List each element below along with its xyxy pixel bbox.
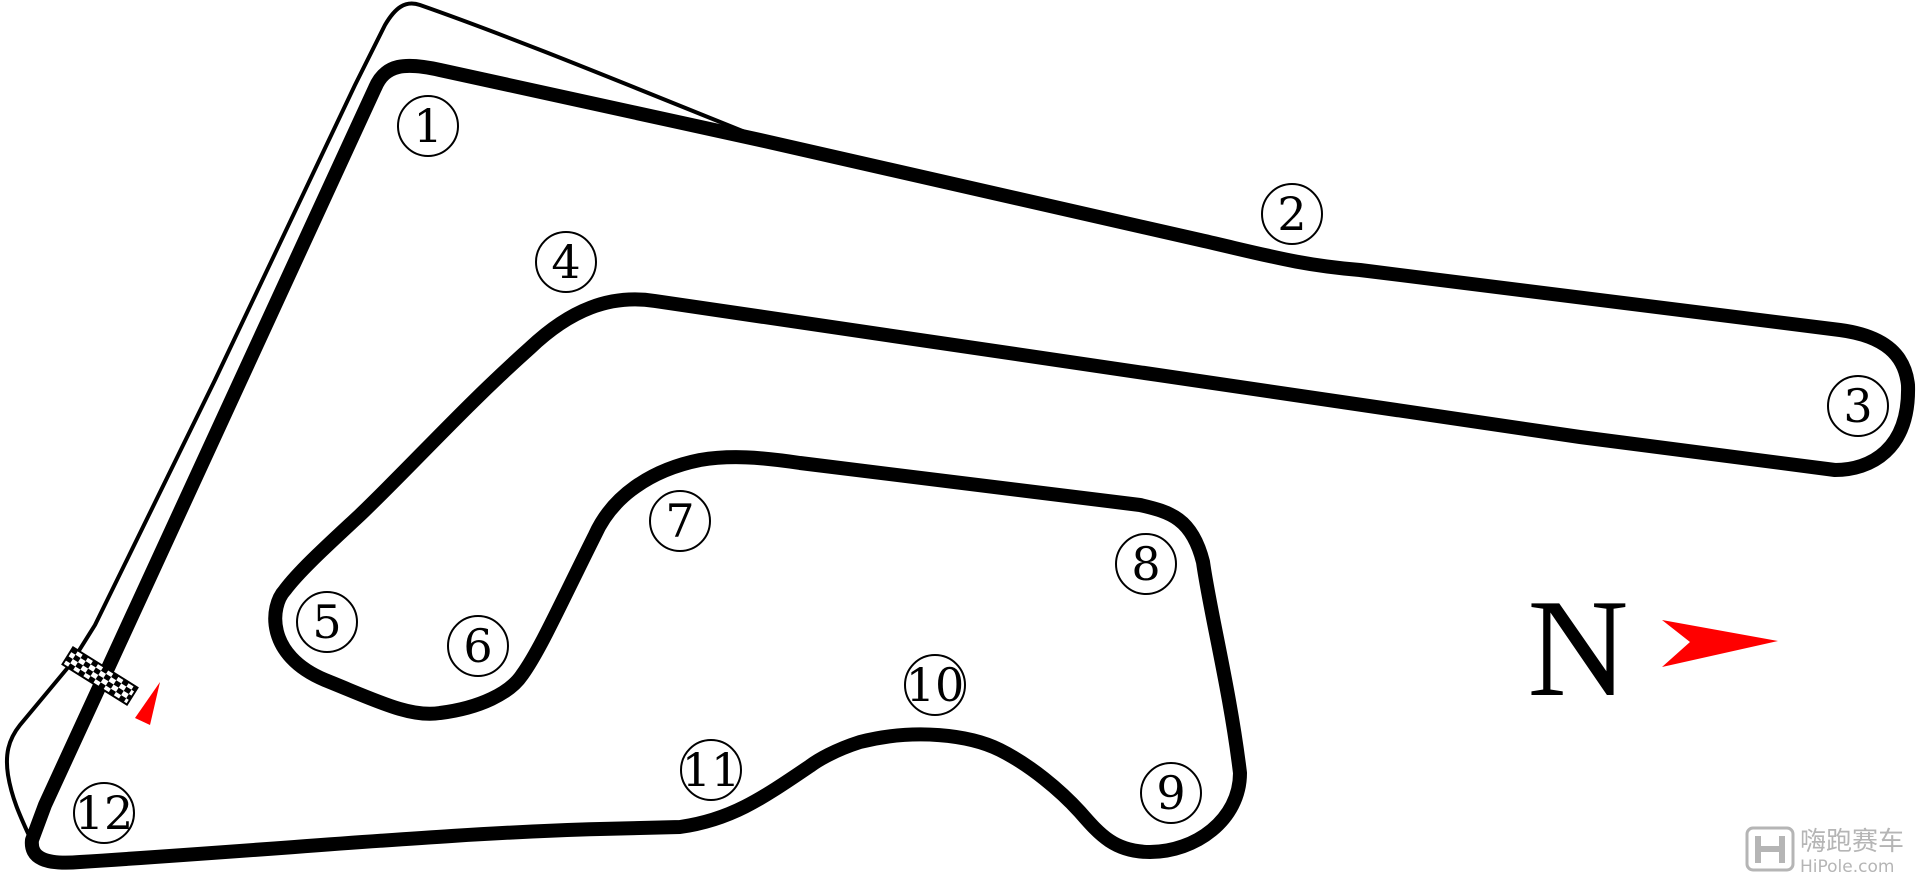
corner-label-1: 1 [413,99,442,153]
watermark: 嗨跑赛车 HiPole.com [1745,826,1904,877]
corner-marker-6: 6 [447,615,509,677]
pit-lane-line [4,1,762,844]
north-label: N [1527,571,1628,726]
corner-marker-8: 8 [1115,533,1177,595]
corner-marker-11: 11 [680,739,742,801]
corner-marker-12: 12 [73,782,135,844]
north-arrow-icon [1662,620,1778,667]
corner-marker-3: 3 [1827,375,1889,437]
corner-label-4: 4 [551,235,580,289]
watermark-site: HiPole.com [1800,857,1894,877]
corner-label-12: 12 [75,786,134,840]
corner-marker-5: 5 [296,591,358,653]
corner-marker-10: 10 [904,654,966,716]
corner-label-10: 10 [906,658,965,712]
corner-label-9: 9 [1156,766,1185,820]
north-indicator: N [1527,571,1778,726]
corner-marker-4: 4 [535,231,597,293]
hipole-logo-icon [1745,826,1795,872]
corner-marker-2: 2 [1261,183,1323,245]
corner-marker-7: 7 [649,490,711,552]
direction-arrow-icon [135,682,160,725]
corner-marker-1: 1 [397,95,459,157]
track-outline [24,58,1916,870]
corner-label-11: 11 [682,743,741,797]
watermark-chinese: 嗨跑赛车 [1800,827,1904,857]
corner-label-8: 8 [1131,537,1160,591]
corner-label-6: 6 [463,619,492,673]
corner-label-2: 2 [1277,187,1306,241]
corner-label-3: 3 [1843,379,1872,433]
corner-label-5: 5 [312,595,341,649]
start-finish-line [61,646,139,706]
corner-marker-9: 9 [1140,762,1202,824]
corner-label-7: 7 [665,494,694,548]
